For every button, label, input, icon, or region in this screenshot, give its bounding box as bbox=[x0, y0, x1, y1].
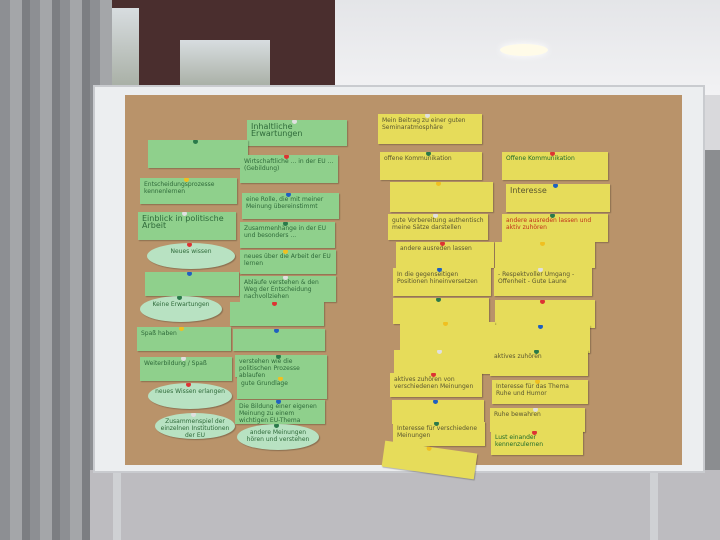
window-pane bbox=[180, 40, 270, 86]
yellow-card: aktives zuhören von verschiedenen Meinun… bbox=[390, 373, 482, 397]
pushpin-icon bbox=[426, 445, 432, 452]
green-card bbox=[145, 272, 239, 296]
pushpin-icon bbox=[272, 302, 278, 306]
green-card bbox=[233, 329, 325, 351]
pushpin-icon bbox=[182, 212, 188, 216]
green-card-oval: Keine Erwartungen bbox=[140, 296, 222, 322]
pushpin-icon bbox=[433, 400, 439, 404]
green-card: Einblick in politische Arbeit bbox=[138, 212, 236, 240]
pushpin-icon bbox=[549, 152, 555, 156]
green-card bbox=[230, 302, 324, 326]
pushpin-icon bbox=[552, 184, 558, 188]
ceiling-light bbox=[500, 44, 548, 56]
yellow-card bbox=[495, 300, 595, 328]
pushpin-icon bbox=[187, 272, 193, 276]
pushpin-icon bbox=[179, 327, 185, 331]
pushpin-icon bbox=[191, 413, 196, 417]
yellow-card bbox=[393, 298, 489, 324]
yellow-card bbox=[400, 322, 495, 350]
green-card: verstehen wie die politischen Prozesse a… bbox=[235, 355, 327, 377]
pushpin-icon bbox=[549, 214, 555, 218]
pushpin-icon bbox=[275, 400, 281, 404]
pushpin-icon bbox=[276, 355, 282, 359]
pushpin-icon bbox=[273, 424, 279, 428]
green-card-oval: Zusammenspiel der einzelnen Institutione… bbox=[155, 413, 235, 439]
floor bbox=[90, 470, 720, 540]
yellow-card: andere ausreden lassen bbox=[396, 242, 494, 268]
pushpin-icon bbox=[436, 298, 442, 302]
pushpin-icon bbox=[176, 296, 182, 300]
pushpin-icon bbox=[285, 193, 291, 197]
pushpin-icon bbox=[535, 380, 541, 384]
pushpin-icon bbox=[433, 214, 438, 218]
pushpin-icon bbox=[532, 408, 538, 412]
yellow-card bbox=[495, 242, 595, 268]
pushpin-icon bbox=[424, 114, 430, 118]
pushpin-icon bbox=[534, 350, 540, 354]
yellow-card: In die gegenseitigen Positionen hineinve… bbox=[393, 268, 491, 296]
green-card: Zusammenhänge in der EU und besonders ..… bbox=[240, 222, 335, 248]
pushpin-icon bbox=[538, 268, 544, 272]
yellow-card bbox=[495, 325, 590, 353]
pushpin-icon bbox=[185, 383, 191, 387]
pushpin-icon bbox=[283, 250, 289, 254]
yellow-card: Interesse für verschiedene Meinungen bbox=[393, 422, 485, 446]
green-card: Entscheidungsprozesse kennenlernen bbox=[140, 178, 237, 204]
yellow-card: Interesse bbox=[506, 184, 610, 212]
pushpin-icon bbox=[537, 325, 543, 329]
green-card: Weiterbildung / Spaß bbox=[140, 357, 232, 381]
yellow-card bbox=[394, 350, 490, 374]
pushpin-icon bbox=[442, 322, 448, 326]
pushpin-icon bbox=[193, 140, 198, 144]
pushpin-icon bbox=[437, 350, 443, 354]
yellow-card: offene Kommunikation bbox=[380, 152, 482, 180]
green-card: Abläufe verstehen & den Weg der Entschei… bbox=[240, 276, 336, 302]
green-card-oval: andere Meinungen hören und verstehen bbox=[237, 424, 319, 450]
yellow-card bbox=[392, 400, 484, 424]
pushpin-icon bbox=[282, 222, 288, 226]
green-card: eine Rolle, die mit meiner Meinung übere… bbox=[242, 193, 339, 219]
green-card: Spaß haben bbox=[137, 327, 231, 351]
green-card: Die Bildung einer eigenen Meinung zu ein… bbox=[235, 400, 325, 424]
pushpin-icon bbox=[181, 357, 187, 361]
pushpin-icon bbox=[434, 422, 440, 426]
window-pane bbox=[111, 8, 139, 86]
yellow-card: Offene Kommunikation bbox=[502, 152, 608, 180]
pushpin-icon bbox=[186, 243, 192, 247]
yellow-card: Ruhe bewahren bbox=[490, 408, 585, 432]
green-card-oval: Neues wissen bbox=[147, 243, 235, 269]
pushpin-icon bbox=[440, 242, 446, 246]
green-card-oval: neues Wissen erlangen bbox=[148, 383, 232, 409]
green-card: neues über die Arbeit der EU lernen bbox=[240, 250, 336, 274]
pushpin-icon bbox=[274, 329, 280, 333]
pushpin-icon bbox=[283, 276, 289, 280]
pushpin-icon bbox=[425, 152, 431, 156]
yellow-card: aktives zuhören bbox=[490, 350, 588, 376]
pushpin-icon bbox=[292, 120, 297, 124]
green-card bbox=[148, 140, 248, 168]
yellow-card: - Respektvoller Umgang - Offenheit - Gut… bbox=[494, 268, 592, 296]
pushpin-icon bbox=[277, 377, 283, 381]
green-card: Inhaltliche Erwartungen bbox=[247, 120, 347, 146]
green-card: Wirtschaftliche ... in der EU ... (Gebil… bbox=[240, 155, 338, 183]
pushpin-icon bbox=[540, 242, 545, 246]
pushpin-icon bbox=[532, 431, 538, 435]
pushpin-icon bbox=[540, 300, 545, 304]
yellow-card: Lust einander kennenzulernen bbox=[491, 431, 583, 455]
yellow-card: Mein Beitrag zu einer guten Seminaratmos… bbox=[378, 114, 482, 144]
yellow-card: andere ausreden lassen und aktiv zuhören bbox=[502, 214, 608, 242]
window bbox=[105, 0, 335, 90]
green-card: gute Grundlage bbox=[237, 377, 327, 399]
yellow-card: Interesse für das Thema Ruhe und Humor bbox=[492, 380, 588, 404]
yellow-card: gute Vorbereitung authentisch meine Sätz… bbox=[388, 214, 488, 240]
pushpin-icon bbox=[431, 373, 437, 377]
pushpin-icon bbox=[183, 178, 189, 182]
pushpin-icon bbox=[437, 268, 443, 272]
yellow-card bbox=[390, 182, 493, 212]
pushpin-icon bbox=[436, 182, 442, 186]
pushpin-icon bbox=[284, 155, 290, 159]
